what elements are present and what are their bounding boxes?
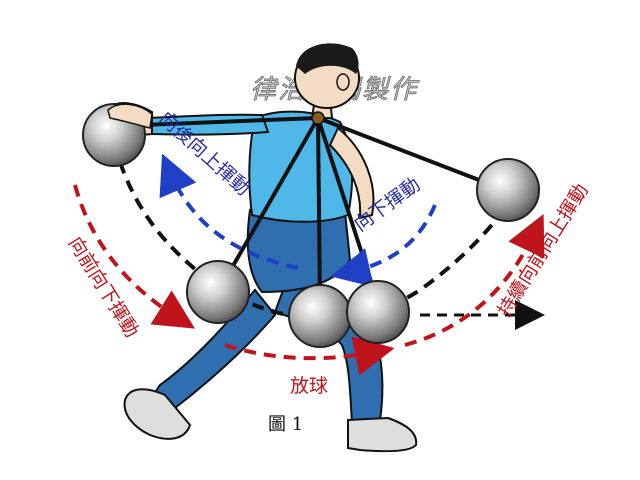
label-release: 放球	[290, 375, 328, 397]
pivot-point	[311, 111, 325, 125]
ball-mid-left	[186, 260, 250, 324]
hand	[107, 103, 153, 129]
figure-caption: 圖 1	[268, 414, 303, 435]
ball-follow-through-top	[476, 158, 540, 222]
forward-down-arrow	[73, 184, 195, 329]
ball-bottom	[288, 284, 352, 348]
bowling-balls	[82, 103, 540, 348]
down-swing-arrow	[330, 204, 437, 288]
back-swing-arrow	[159, 153, 299, 270]
follow-through-arrow	[404, 213, 545, 347]
ball-mid-right	[346, 280, 410, 344]
